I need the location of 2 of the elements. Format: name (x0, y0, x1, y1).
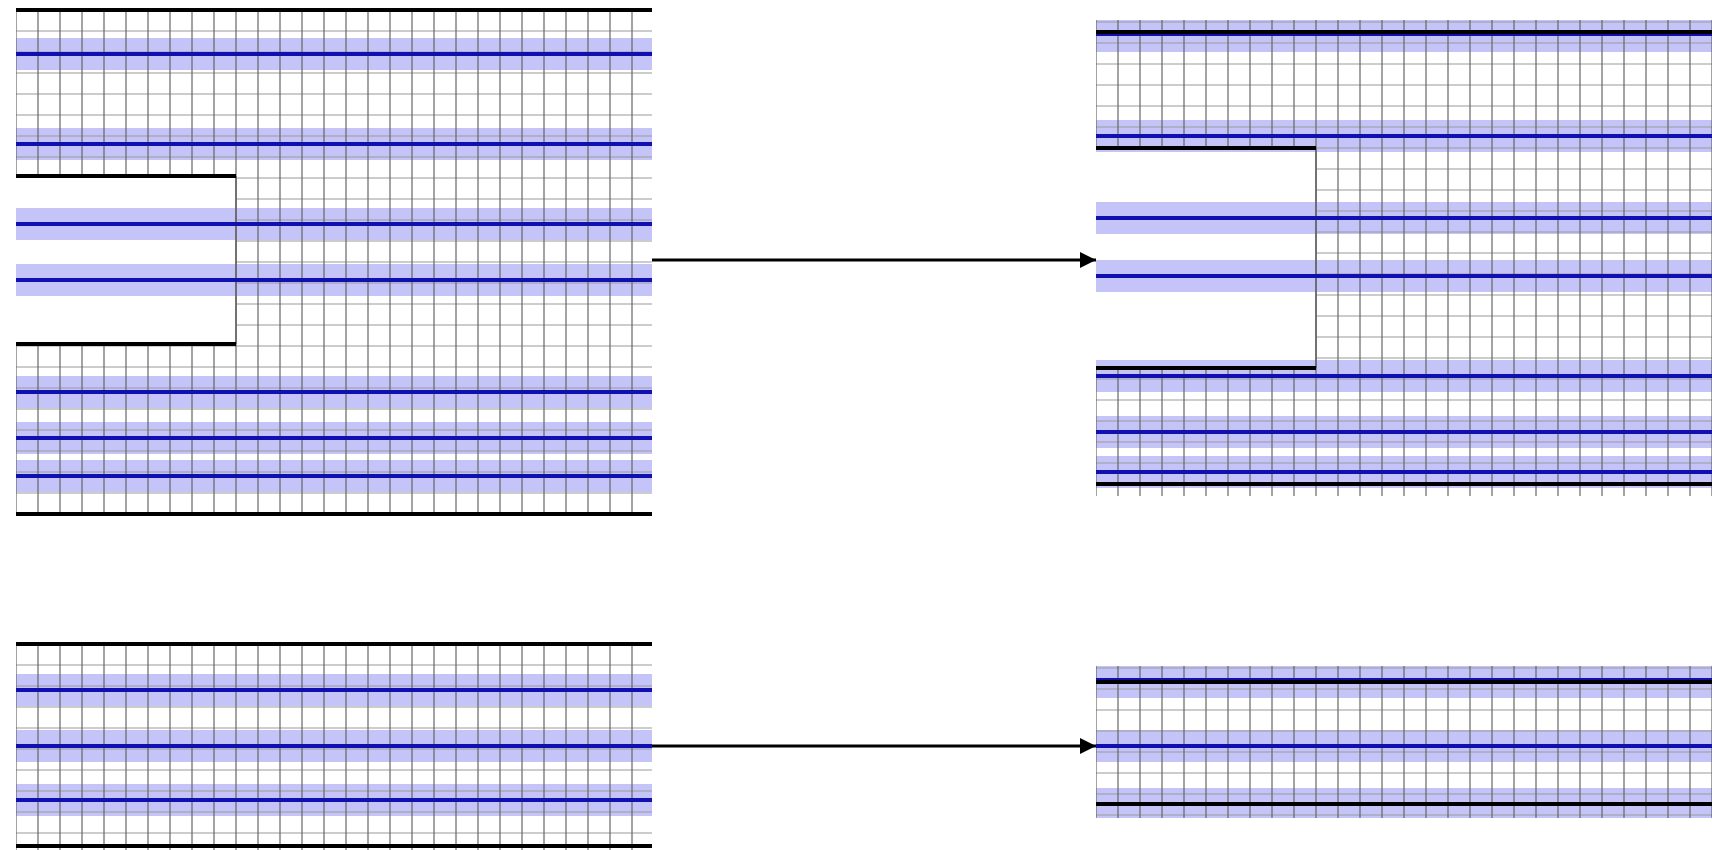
arrow (652, 252, 1096, 268)
arrow (652, 738, 1096, 754)
